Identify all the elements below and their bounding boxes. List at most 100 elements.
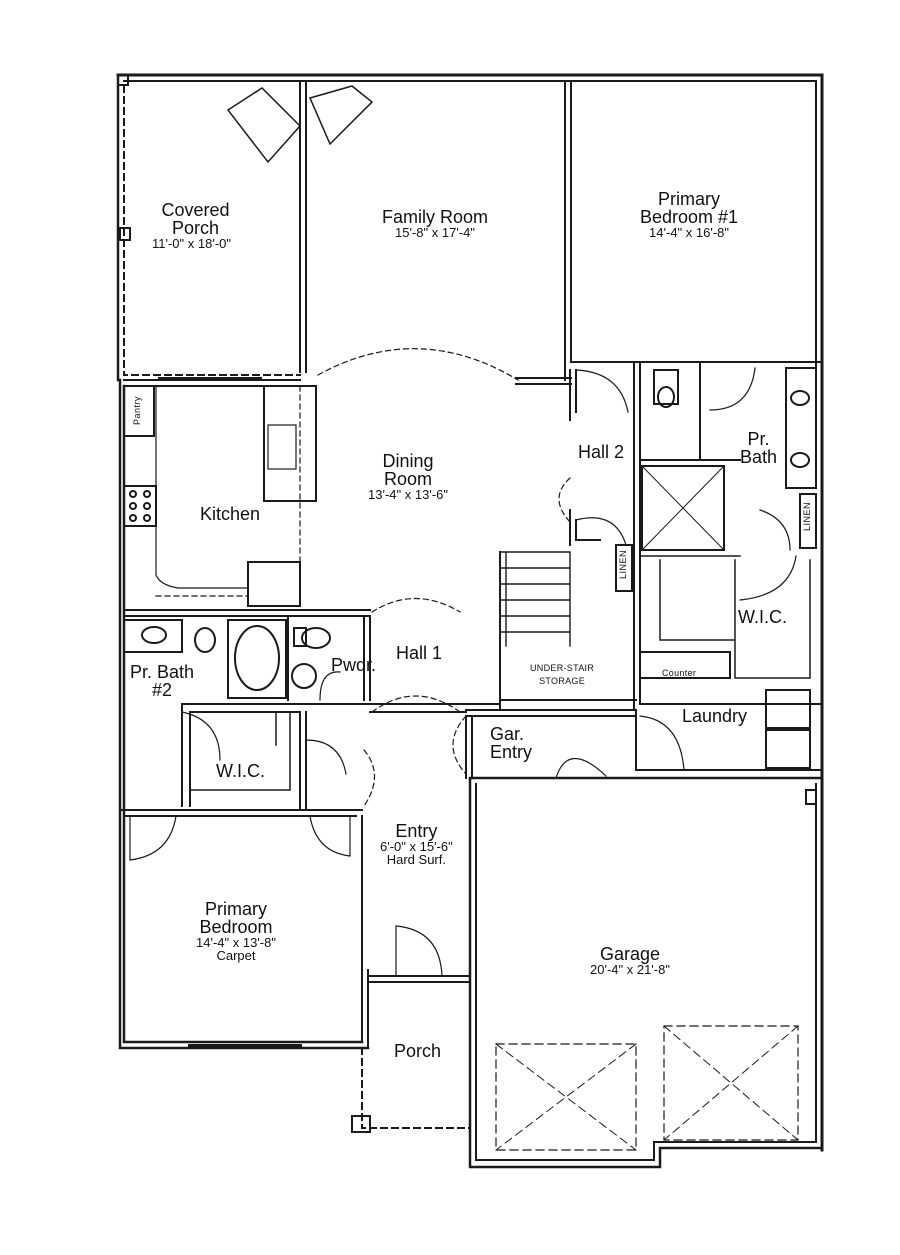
room-dimension: 15'-8" x 17'-4" [395, 225, 475, 240]
door-arc [555, 758, 607, 779]
room-name: Porch [171, 218, 220, 238]
room-name: Garage [599, 944, 660, 964]
door-arc [305, 739, 347, 775]
wall [299, 80, 307, 373]
room-name: Family Room [382, 207, 489, 227]
door-arc [309, 815, 351, 857]
wall [363, 703, 501, 713]
label-wic-lower: W.I.C. [216, 762, 265, 780]
label-laundry: Laundry [682, 707, 747, 725]
wall [361, 815, 369, 1049]
porch-post [119, 227, 131, 241]
fridge [247, 561, 301, 607]
room-name: Primary [658, 189, 721, 209]
room-name: Hall 2 [578, 442, 625, 462]
door-arc [709, 367, 756, 411]
counter [639, 651, 731, 679]
island [263, 385, 317, 502]
wall [299, 711, 307, 811]
wall [635, 709, 823, 771]
floor-note: Hard Surf. [386, 852, 446, 867]
garage-wall [468, 776, 824, 1169]
door-arc [759, 509, 791, 551]
sink [267, 424, 297, 470]
garage-wall-inner [475, 783, 817, 1161]
room-name: Gar. [490, 724, 525, 744]
wall [123, 609, 371, 617]
stove [123, 485, 157, 527]
label-dining-room: Dining Room 13'-4" x 13'-6" [368, 452, 448, 501]
wall [564, 80, 823, 381]
room-name: Dining [382, 451, 434, 471]
room-dimension: 14'-4" x 13'-8" [196, 935, 276, 950]
door-arc [575, 369, 629, 413]
porch-outline [361, 1047, 471, 1129]
porch-post [351, 1115, 371, 1133]
room-dimension: 11'-0" x 18'-0" [152, 236, 231, 251]
room-name: #2 [152, 680, 173, 700]
vanity [123, 619, 183, 653]
room-name: Primary [204, 899, 267, 919]
room-name: Pr. [747, 429, 770, 449]
room-name: W.I.C. [216, 761, 265, 781]
label-pr-bath: Pr. Bath [740, 430, 777, 466]
garage-post [805, 789, 817, 805]
room-name: Laundry [682, 706, 748, 726]
wall [181, 703, 365, 807]
label-family-room: Family Room 15'-8" x 17'-4" [382, 208, 488, 239]
opening-arc [363, 749, 375, 807]
door-arc [639, 715, 685, 771]
room-name: Hall 1 [396, 643, 443, 663]
room-name: Bath [740, 447, 778, 467]
wall [569, 369, 601, 546]
label-hall-2: Hall 2 [578, 443, 624, 461]
label-primary-bedroom: Primary Bedroom 14'-4" x 13'-8" Carpet [196, 900, 276, 962]
fireplace [308, 85, 374, 146]
vanity [785, 367, 817, 489]
garage-door-right [663, 1025, 799, 1141]
wic-lower [189, 711, 291, 791]
floor-note: Carpet [216, 948, 256, 963]
porch-post [117, 74, 129, 86]
opening-arc [452, 715, 467, 775]
wic-wall [639, 555, 811, 679]
label-line: UNDER-STAIR [530, 663, 595, 673]
toilet [293, 627, 307, 647]
room-dimension: 20'-4" x 21'-8" [590, 962, 670, 977]
label-primary-bedroom-1: Primary Bedroom #1 14'-4" x 16'-8" [640, 190, 738, 239]
door-arc [575, 517, 627, 546]
wall [499, 551, 637, 711]
label-counter: Counter [662, 668, 697, 678]
room-name: Pr. Bath [130, 662, 195, 682]
room-dimension: 6'-0" x 15'-6" [380, 839, 453, 854]
linen-closet [615, 544, 633, 592]
door-arc [181, 711, 221, 761]
room-name: Room [383, 469, 432, 489]
toilet [653, 369, 679, 405]
dryer [765, 729, 811, 769]
room-name: Covered [161, 200, 230, 220]
room-name: Pwdr. [331, 655, 377, 675]
label-under-stair: UNDER-STAIR STORAGE [530, 664, 594, 686]
label-powder: Pwdr. [331, 656, 376, 674]
door-arc [319, 671, 341, 701]
label-pr-bath-2: Pr. Bath #2 [130, 663, 194, 699]
room-name: Entry [490, 742, 533, 762]
pantry [123, 385, 155, 437]
opening-arc [371, 695, 461, 713]
room-name: Bedroom #1 [640, 207, 739, 227]
wall [465, 709, 637, 779]
label-gar-entry: Gar. Entry [490, 725, 532, 761]
covered-porch-outline [123, 85, 301, 376]
wall [287, 615, 371, 701]
shower [641, 465, 725, 551]
opening-arc [371, 597, 461, 613]
wall [633, 361, 823, 711]
washer [765, 689, 811, 729]
label-line: STORAGE [539, 676, 586, 686]
garage-door-left [495, 1043, 637, 1151]
door-arc [395, 925, 443, 977]
room-name: W.I.C. [738, 607, 787, 627]
counter-line [155, 385, 249, 589]
